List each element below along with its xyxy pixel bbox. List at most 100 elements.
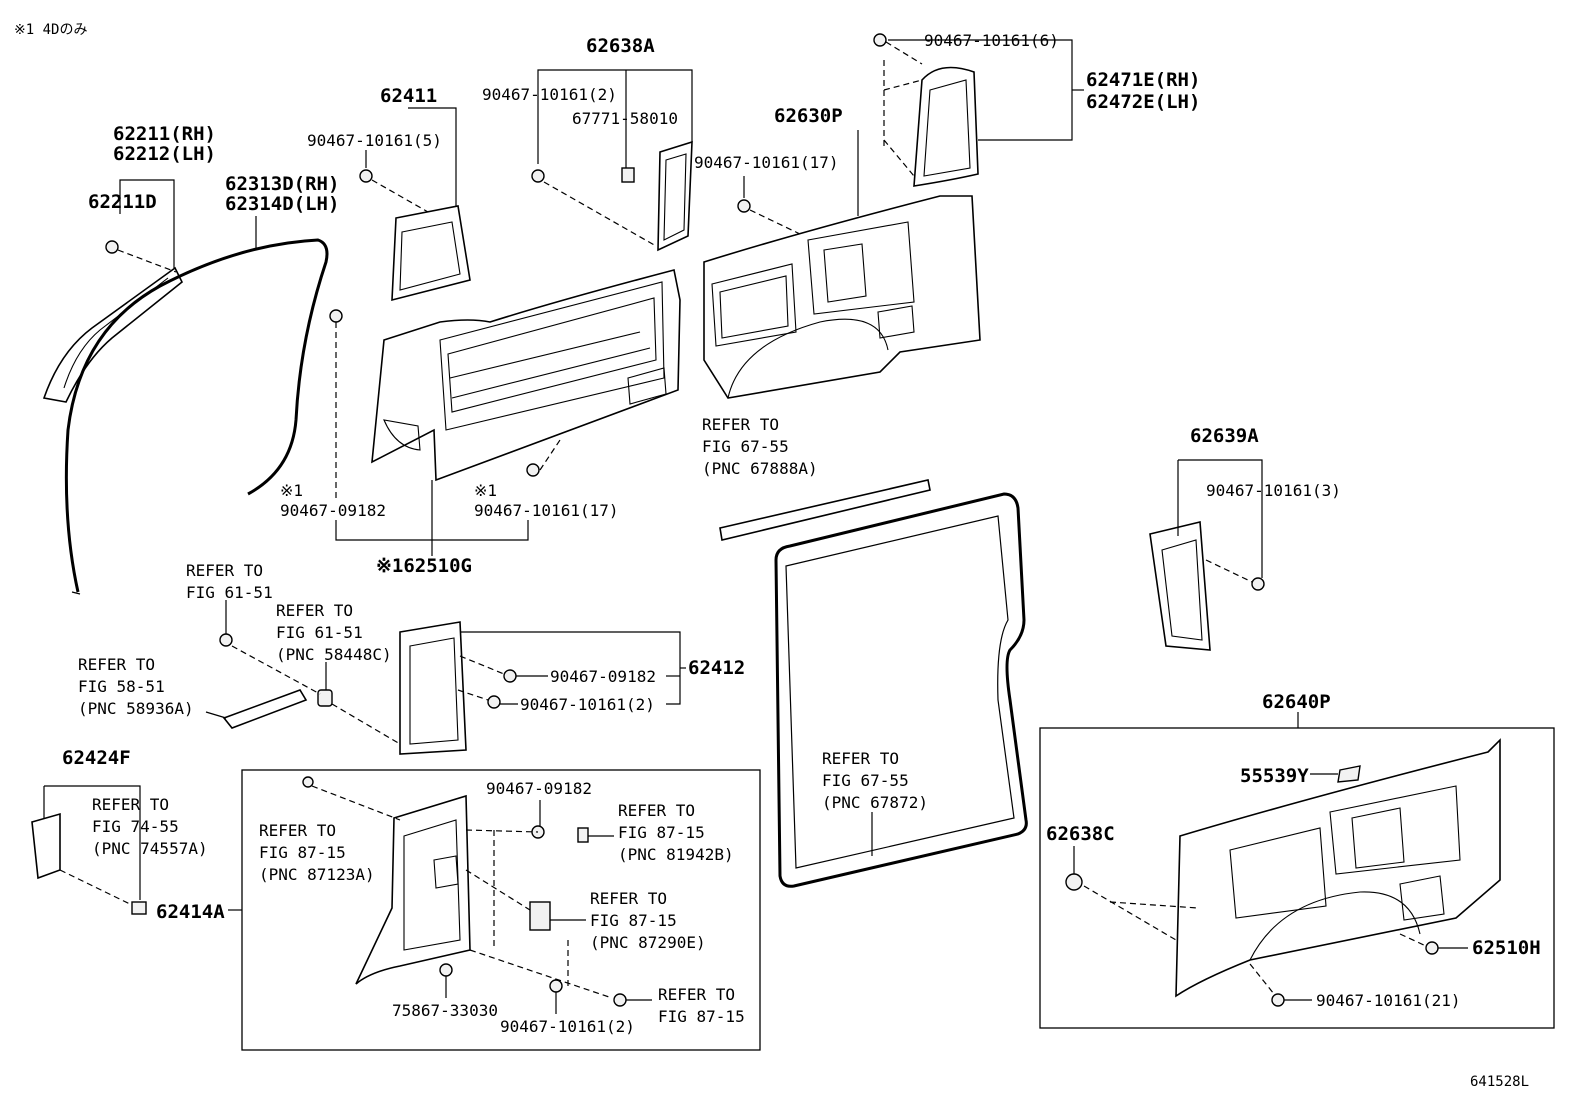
label-clip09182a: 90467-09182 (280, 501, 386, 520)
label-refer87-15a-3: (PNC 87123A) (259, 865, 375, 884)
label-refer67-55a-2: FIG 67-55 (702, 437, 789, 456)
garnish-62424f (31, 812, 147, 915)
clip-bolt2b (457, 689, 501, 709)
clip-bolt2a (531, 169, 657, 247)
clip-09182b (459, 655, 517, 683)
clip-bolt21 (1249, 963, 1285, 1007)
clip-55539y (1337, 765, 1361, 783)
clip-bolt6 (873, 33, 923, 65)
label-62411: 62411 (380, 85, 437, 107)
label-62510h: 62510H (1472, 937, 1541, 959)
quarter-trim-panel-62630p (703, 195, 981, 399)
center-pillar-upper-trim (391, 205, 471, 302)
clip-bolt17a (737, 199, 801, 235)
label-refer58-51-3: (PNC 58936A) (78, 699, 194, 718)
label-62638c: 62638C (1046, 823, 1115, 845)
label-refer87-15b-2: FIG 87-15 (618, 823, 705, 842)
label-refer87-15d-1: REFER TO (658, 985, 735, 1004)
inset-clips (302, 776, 627, 1007)
label-refer61-51a-2: FIG 61-51 (186, 583, 273, 602)
clip-67771 (621, 167, 635, 183)
door-opening-weatherstrip-rear (774, 492, 1028, 888)
inset-box-62640p (1039, 727, 1555, 1029)
weatherstrip-67888a (719, 479, 931, 541)
label-refer87-15b-3: (PNC 81942B) (618, 845, 734, 864)
label-62639a: 62639A (1190, 425, 1259, 447)
label-refer87-15c-3: (PNC 87290E) (590, 933, 706, 952)
label-bolt2b: 90467-10161(2) (520, 695, 655, 714)
label-62472e: 62472E(LH) (1086, 91, 1200, 113)
label-refer67-55b-3: (PNC 67872) (822, 793, 928, 812)
label-refer87-15a-1: REFER TO (259, 821, 336, 840)
quarter-trim-panel-62510g (371, 269, 681, 482)
label-62211d: 62211D (88, 191, 157, 213)
clip-bolt5 (359, 169, 429, 213)
clip-62638c (1065, 873, 1199, 941)
leader-lines (43, 39, 1468, 1014)
label-mark1b: ※1 (474, 481, 497, 500)
label-bolt6: 90467-10161(6) (924, 31, 1059, 50)
label-bolt5: 90467-10161(5) (307, 131, 442, 150)
label-62314d: 62314D(LH) (225, 193, 339, 215)
label-62313d: 62313D(RH) (225, 173, 339, 195)
label-62212: 62212(LH) (113, 143, 216, 165)
label-refer67-55b-1: REFER TO (822, 749, 899, 768)
note-4d-only: ※1 4Dのみ (14, 22, 87, 38)
clip-bolt17b (526, 439, 561, 477)
label-bolt3: 90467-10161(3) (1206, 481, 1341, 500)
label-refer61-51b-1: REFER TO (276, 601, 353, 620)
label-67771: 67771-58010 (572, 109, 678, 128)
label-bolt17b: 90467-10161(17) (474, 501, 619, 520)
label-clip09182b: 90467-09182 (550, 667, 656, 686)
label-bolt21: 90467-10161(21) (1316, 991, 1461, 1010)
label-refer61-51a-1: REFER TO (186, 561, 263, 580)
label-refer74-55-2: FIG 74-55 (92, 817, 179, 836)
label-refer61-51b-2: FIG 61-51 (276, 623, 363, 642)
clip-09182a (329, 309, 343, 500)
label-75867: 75867-33030 (392, 1001, 498, 1020)
label-refer61-51b-3: (PNC 58448C) (276, 645, 392, 664)
pillar-garnish-62638a (657, 140, 693, 252)
a-pillar-trim (42, 266, 184, 403)
lower-pillar-trim-62414a (355, 794, 471, 985)
roof-side-garnish-62471e (883, 60, 979, 187)
label-62638a: 62638A (586, 35, 655, 57)
refer61-51-parts (219, 633, 401, 745)
label-bolt2c: 90467-10161(2) (500, 1017, 635, 1036)
label-refer87-15a-2: FIG 87-15 (259, 843, 346, 862)
label-refer87-15c-2: FIG 87-15 (590, 911, 677, 930)
label-62414a: 62414A (156, 901, 225, 923)
label-62211: 62211(RH) (113, 123, 216, 145)
label-refer87-15c-1: REFER TO (590, 889, 667, 908)
label-refer67-55a-3: (PNC 67888A) (702, 459, 818, 478)
label-refer87-15b-1: REFER TO (618, 801, 695, 820)
center-pillar-lower-trim-62412 (399, 621, 467, 755)
clip-bolt3 (1205, 559, 1265, 591)
label-62424f: 62424F (62, 747, 131, 769)
clip-62211d (105, 240, 177, 273)
label-refer67-55b-2: FIG 67-55 (822, 771, 909, 790)
quarter-trim-panel-62640p (1175, 738, 1501, 998)
label-62630p: 62630P (774, 105, 843, 127)
pillar-trim-62639a (1149, 521, 1211, 651)
label-62510g: ※162510G (376, 555, 472, 577)
label-refer74-55-3: (PNC 74557A) (92, 839, 208, 858)
cap-62510h (1399, 933, 1439, 955)
label-refer74-55-1: REFER TO (92, 795, 169, 814)
label-refer67-55a-1: REFER TO (702, 415, 779, 434)
label-62640p: 62640P (1262, 691, 1331, 713)
label-62471e: 62471E(RH) (1086, 69, 1200, 91)
label-55539y: 55539Y (1240, 765, 1309, 787)
part-labels: 62211(RH) 62212(LH) 62211D 62313D(RH) 62… (62, 31, 1541, 1036)
label-bolt2a: 90467-10161(2) (482, 85, 617, 104)
label-refer58-51-2: FIG 58-51 (78, 677, 165, 696)
label-62412: 62412 (688, 657, 745, 679)
label-refer87-15d-2: FIG 87-15 (658, 1007, 745, 1026)
label-refer58-51-1: REFER TO (78, 655, 155, 674)
label-bolt17a: 90467-10161(17) (694, 153, 839, 172)
label-clip09182c: 90467-09182 (486, 779, 592, 798)
door-opening-weatherstrip-front (64, 238, 329, 595)
figure-id: 641528L (1470, 1074, 1529, 1090)
label-mark1a: ※1 (280, 481, 303, 500)
